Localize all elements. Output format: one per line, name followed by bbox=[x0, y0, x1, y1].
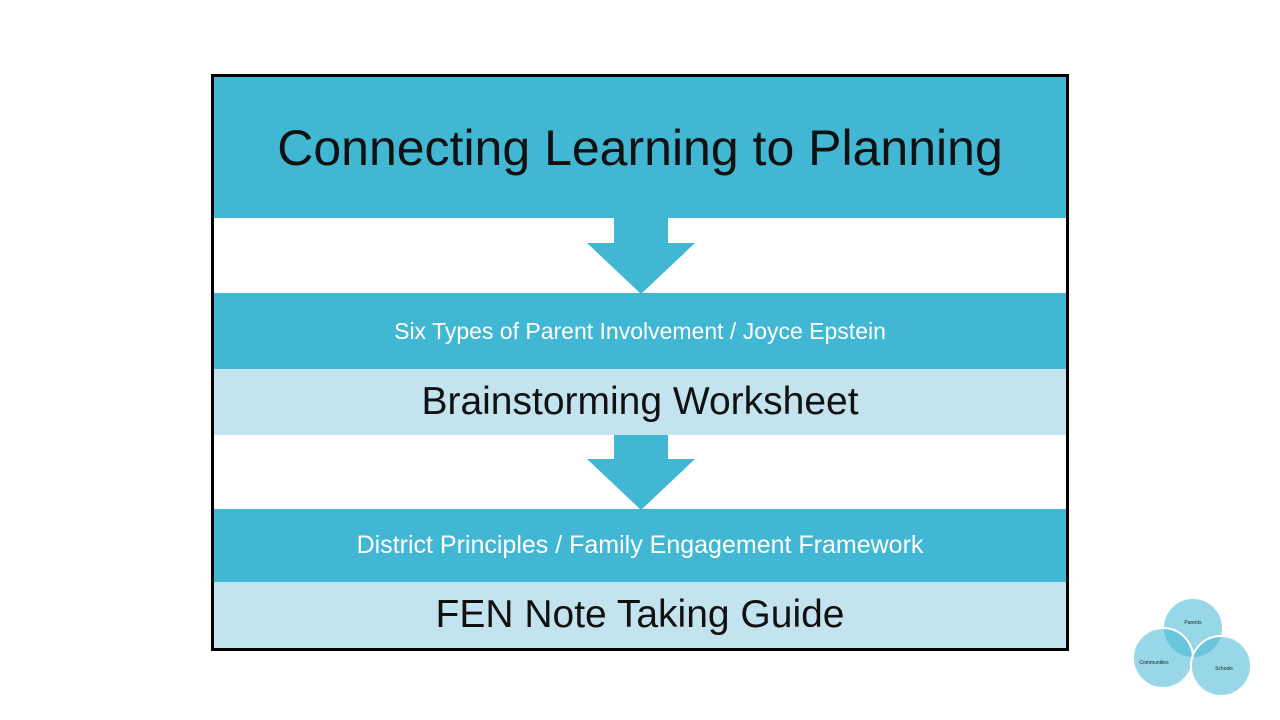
down-arrow-icon bbox=[587, 435, 695, 510]
level2-detail: FEN Note Taking Guide bbox=[435, 593, 845, 636]
logo-label-communities: Communities bbox=[1139, 660, 1169, 666]
level2-label: District Principles / Family Engagement … bbox=[356, 531, 924, 559]
level1-detail: Brainstorming Worksheet bbox=[421, 380, 859, 423]
level1-detail-band: Brainstorming Worksheet bbox=[214, 369, 1066, 435]
level2-detail-band: FEN Note Taking Guide bbox=[214, 582, 1066, 648]
logo-label-parents: Parents bbox=[1184, 620, 1202, 626]
diagram-title: Connecting Learning to Planning bbox=[214, 77, 1066, 218]
level2-band: District Principles / Family Engagement … bbox=[214, 509, 1066, 582]
logo-label-schools: Schools bbox=[1215, 666, 1233, 672]
venn-diagram-icon: Parents Communities Schools bbox=[1132, 598, 1252, 697]
diagram-title-text: Connecting Learning to Planning bbox=[277, 119, 1003, 176]
level1-band: Six Types of Parent Involvement / Joyce … bbox=[214, 293, 1066, 369]
level1-label: Six Types of Parent Involvement / Joyce … bbox=[394, 317, 886, 344]
down-arrow-icon bbox=[587, 218, 695, 294]
process-diagram: Connecting Learning to Planning Six Type… bbox=[211, 74, 1069, 651]
